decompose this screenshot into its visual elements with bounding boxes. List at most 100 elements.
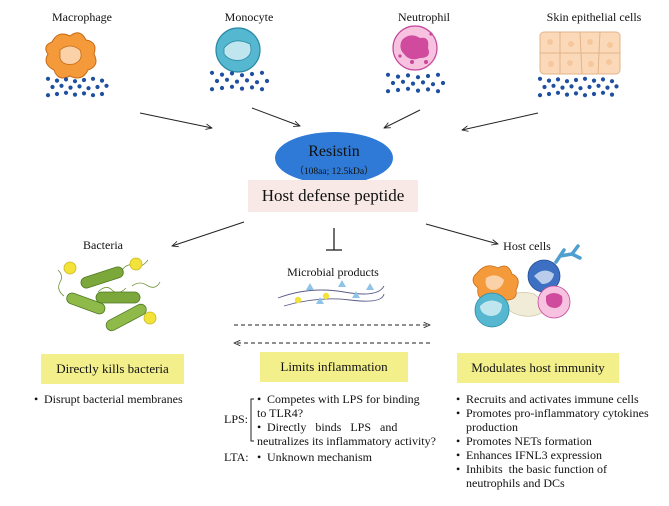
secretion-dot xyxy=(59,83,64,88)
secretion-dot xyxy=(600,77,606,82)
immunity-item-2-text: Promotes pro-inflammatory cytokines xyxy=(466,406,649,420)
secretion-dot xyxy=(45,76,51,81)
secretion-dot xyxy=(614,84,619,89)
secretion-dot xyxy=(395,87,401,93)
secretion-dot xyxy=(573,91,579,96)
bullet: • xyxy=(257,450,262,464)
secretion-dot xyxy=(591,78,597,83)
skin-epithelial-icon xyxy=(539,31,621,75)
arrow-to-bacteria xyxy=(172,221,245,246)
microbial-products-icon xyxy=(277,280,385,307)
secretion-dot xyxy=(249,71,255,77)
secretion-dot xyxy=(405,86,411,91)
label-host-cells: Host cells xyxy=(503,239,551,253)
immunity-item-2: •Promotes pro-inflammatory cytokines xyxy=(456,406,649,420)
secretion-dot xyxy=(209,87,215,92)
immunity-item-5-cont: neutrophils and DCs xyxy=(466,476,565,490)
box-limits-inflammation: Limits inflammation xyxy=(260,352,408,382)
secretion-dot xyxy=(264,78,270,84)
secretion-dot xyxy=(573,77,579,83)
secretion-dot xyxy=(239,73,245,78)
resistin-title: Resistin xyxy=(308,143,360,160)
secretion-dot xyxy=(249,85,255,90)
lps-item-1: •Competes with LPS for binding xyxy=(257,392,420,406)
secretion-dot xyxy=(605,85,610,90)
secretion-dot xyxy=(600,90,606,95)
secretion-dot xyxy=(400,79,406,84)
host-cells-icon xyxy=(472,244,582,328)
immunity-item-5: • Inhibits the basic function of xyxy=(456,462,607,476)
macrophage-secretion-dots xyxy=(45,76,109,98)
neutrophil-secretion-dots xyxy=(385,72,446,94)
secretion-dot xyxy=(425,73,431,79)
secretion-dot xyxy=(244,78,250,83)
label-microbial-products: Microbial products xyxy=(287,265,379,279)
secretion-dot xyxy=(546,78,552,83)
bullet: • xyxy=(456,434,461,448)
secretion-dot xyxy=(86,86,91,91)
lta-label: LTA: xyxy=(224,450,249,464)
secretion-dot xyxy=(440,80,446,86)
immunity-item-3-text: Promotes NETs formation xyxy=(466,434,592,448)
secretion-dot xyxy=(435,72,441,77)
secretion-dot xyxy=(54,91,60,97)
immunity-item-1: • Recruits and activates immune cells xyxy=(456,392,639,406)
secretion-dot xyxy=(542,84,547,90)
secretion-dot xyxy=(587,84,592,90)
bullet: • xyxy=(257,420,262,434)
secretion-dot xyxy=(99,91,105,97)
lps-bracket xyxy=(250,398,254,442)
secretion-dot xyxy=(410,81,416,86)
secretion-dot xyxy=(591,91,597,97)
immunity-item-2-cont: production xyxy=(466,420,518,434)
secretion-dot xyxy=(224,77,230,82)
immunity-item-4: •Enhances IFNL3 expression xyxy=(456,448,602,462)
secretion-dot xyxy=(219,85,225,91)
bullet: • xyxy=(456,462,461,476)
arrow-macrophage-to-resistin xyxy=(139,112,212,128)
secretion-dot xyxy=(219,72,225,77)
secretion-dot xyxy=(551,83,556,88)
monocyte-icon xyxy=(215,27,261,73)
secretion-dot xyxy=(90,76,96,81)
skin-secretion-dots xyxy=(537,76,619,98)
lps-item-2: • Directly binds LPS and xyxy=(257,420,397,434)
label-macrophage: Macrophage xyxy=(52,10,112,24)
secretion-dot xyxy=(81,91,87,96)
bullet: • xyxy=(456,392,461,406)
bacteria-item-text: Disrupt bacterial membranes xyxy=(44,392,183,406)
lps-item-2-text: Directly binds LPS and xyxy=(267,420,398,434)
arrow-skin-to-resistin xyxy=(462,112,539,130)
secretion-dot xyxy=(99,78,105,83)
secretion-dot xyxy=(582,93,588,98)
immunity-item-1-text: Recruits and activates immune cells xyxy=(466,392,639,406)
secretion-dot xyxy=(239,86,245,91)
secretion-dot xyxy=(546,91,552,97)
secretion-dot xyxy=(555,77,561,82)
label-bacteria: Bacteria xyxy=(83,238,123,252)
label-skin-epithelial: Skin epithelial cells xyxy=(546,10,642,24)
resistin-size: （108aa; 12.5kDa） xyxy=(294,167,374,177)
secretion-dot xyxy=(425,87,431,92)
monocyte-secretion-dots xyxy=(209,70,270,92)
secretion-dot xyxy=(578,86,583,91)
secretion-dot xyxy=(68,85,73,90)
immunity-item-5-text: Inhibits the basic function of xyxy=(466,462,607,476)
secretion-dot xyxy=(609,79,615,84)
secretion-dot xyxy=(214,78,220,84)
secretion-dot xyxy=(259,70,265,75)
host-defense-title: Host defense peptide xyxy=(261,186,405,205)
label-monocyte: Monocyte xyxy=(224,10,274,24)
secretion-dot xyxy=(234,79,240,84)
secretion-dot xyxy=(405,73,411,78)
secretion-dot xyxy=(54,78,60,83)
secretion-dot xyxy=(72,79,78,84)
secretion-dot xyxy=(229,71,235,76)
secretion-dot xyxy=(259,87,265,92)
secretion-dot xyxy=(390,80,396,86)
immunity-item-4-text: Enhances IFNL3 expression xyxy=(466,448,602,462)
lta-item-text: Unknown mechanism xyxy=(267,450,372,464)
secretion-dot xyxy=(385,72,391,77)
immunity-item-3: • Promotes NETs formation xyxy=(456,434,592,448)
